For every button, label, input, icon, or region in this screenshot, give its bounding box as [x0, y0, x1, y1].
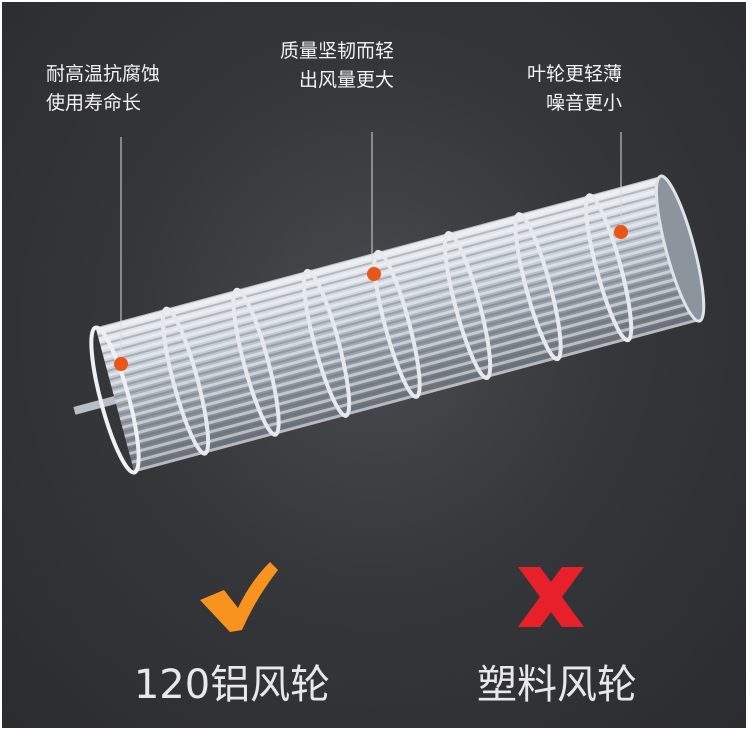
callout-text: 叶轮更轻薄: [527, 63, 623, 85]
fan-ring: [513, 212, 563, 362]
callout-text: 噪音更小: [546, 92, 623, 114]
cross-icon: [518, 567, 584, 627]
callout-dot: [614, 225, 628, 239]
callout-strength: 质量坚韧而轻 出风量更大: [280, 37, 394, 95]
fan-ring: [160, 306, 211, 456]
fan-ring: [583, 193, 634, 343]
plastic-wheel-label: 塑料风轮: [477, 662, 637, 708]
checkmark-icon: [200, 562, 278, 632]
callout-text: 耐高温抗腐蚀: [46, 63, 161, 85]
fan-ring: [372, 249, 422, 399]
callout-heat-resistance: 耐高温抗腐蚀 使用寿命长: [46, 60, 160, 118]
shaft: [73, 395, 118, 415]
fan-ring: [442, 231, 493, 381]
callout-noise: 叶轮更轻薄 噪音更小: [527, 60, 622, 118]
callout-dot: [114, 357, 128, 371]
fan-ring: [231, 287, 281, 437]
aluminum-wheel-label: 120铝风轮: [133, 662, 331, 708]
callout-text: 质量坚韧而轻: [280, 40, 395, 62]
callout-text: 出风量更大: [299, 69, 395, 91]
fan-ring: [301, 268, 352, 418]
callout-dot: [367, 267, 381, 281]
callout-text: 使用寿命长: [46, 92, 142, 114]
